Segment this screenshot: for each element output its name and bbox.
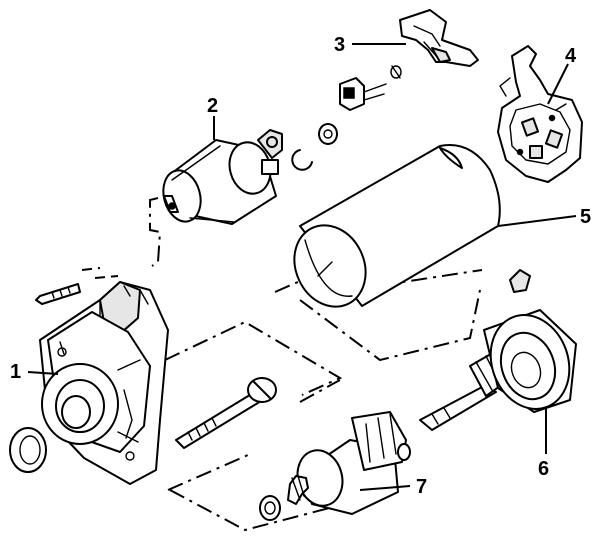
callout-3: 3 — [334, 34, 345, 56]
washers — [291, 123, 338, 171]
part-5-housing — [293, 144, 501, 308]
callout-6: 6 — [538, 458, 549, 480]
callout-4: 4 — [565, 45, 577, 67]
part-7-drive-pinion — [259, 411, 411, 521]
leader-lines — [27, 43, 577, 491]
leader-7 — [359, 485, 411, 491]
part-2-solenoid — [162, 129, 283, 225]
callout-1: 1 — [10, 361, 21, 383]
leader-4 — [547, 63, 569, 105]
callout-5: 5 — [580, 206, 591, 228]
part-1-drive-end-housing — [39, 281, 169, 485]
callout-2: 2 — [207, 95, 218, 117]
seal-ring — [9, 427, 47, 473]
part-4-brush-holder — [497, 45, 583, 183]
part-6-armature — [419, 269, 577, 431]
leader-1 — [27, 371, 59, 375]
leader-5 — [497, 215, 577, 227]
small-spring-and-nut — [339, 65, 402, 111]
bolts — [35, 283, 277, 449]
callout-7: 7 — [416, 476, 427, 498]
part-3-lever — [399, 9, 479, 67]
callout-labels: 1 2 3 4 5 6 7 — [10, 34, 591, 498]
